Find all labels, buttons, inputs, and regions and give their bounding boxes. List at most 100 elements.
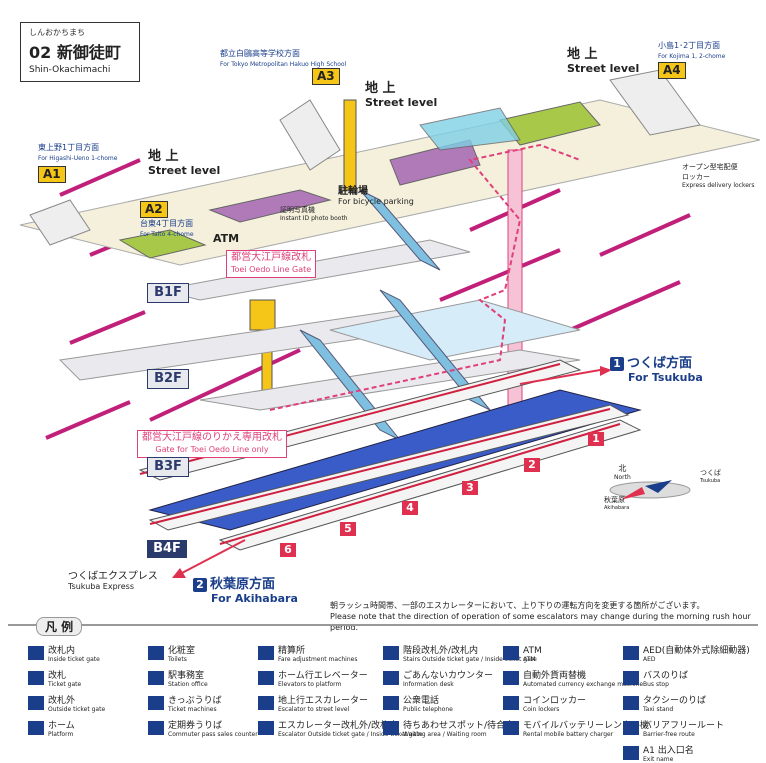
legend-icon [503, 671, 519, 685]
legend-label: 化粧室 [168, 646, 196, 656]
station-name: 02 新御徒町 [29, 43, 121, 62]
platform-number-4: 4 [402, 501, 418, 515]
legend-label: モバイルバッテリーレンタル機 [523, 721, 650, 731]
street-level-a4: 地 上 Street level [567, 47, 640, 76]
legend-icon [28, 671, 44, 685]
legend-icon [623, 721, 639, 735]
legend-label-en: Coin lockers [523, 706, 560, 713]
legend-label: 地上行エスカレーター [278, 696, 369, 706]
locker-label: オープン型宅配便ロッカー Express delivery lockers [682, 163, 755, 189]
legend-label: 精算所 [278, 646, 306, 656]
platform-number-5: 5 [340, 522, 356, 536]
legend-label: ホーム [48, 721, 75, 731]
legend-icon [258, 646, 274, 660]
legend-icon [503, 721, 519, 735]
legend-label-en: Station office [168, 681, 208, 688]
legend-item: AED(自動体外式除細動器)AED [623, 646, 750, 663]
legend-label: タクシーのりば [643, 696, 707, 706]
floor-b4f: B4F [147, 540, 187, 558]
street-level-a3: 地 上 Street level [365, 81, 438, 110]
exit-a2-badge: A2 [140, 201, 168, 218]
platform-number-3: 3 [462, 481, 478, 495]
station-name-en: Shin-Okachimachi [29, 65, 111, 75]
legend-label: 自動外貨両替機 [523, 671, 587, 681]
legend-label-en: Commuter pass sales counter [168, 731, 258, 738]
legend-label-en: ATM [523, 656, 536, 663]
legend-label-en: Outside ticket gate [48, 706, 106, 713]
escalator-note: 朝ラッシュ時間帯、一部のエスカレーターにおいて、上り下りの運転方向を変更する箇所… [330, 601, 751, 632]
legend-icon [383, 696, 399, 710]
legend-label: 改札外 [48, 696, 76, 706]
legend-label: 公衆電話 [403, 696, 440, 706]
legend-icon [258, 671, 274, 685]
legend-icon [28, 646, 44, 660]
exit-a4-label: 小島1･2丁目方面 For Kojima 1, 2-chome [658, 41, 726, 60]
legend-label-en: Barrier-free route [643, 731, 695, 738]
legend-label: コインロッカー [523, 696, 587, 706]
legend-icon [28, 721, 44, 735]
legend-label: 改札 [48, 671, 67, 681]
street-level-a1: 地 上 Street level [148, 149, 221, 178]
legend-title: 凡 例 [36, 617, 83, 636]
atm-label: ATM [213, 232, 240, 245]
legend-label-en: Elevators to platform [278, 681, 342, 688]
legend-icon [258, 696, 274, 710]
photo-booth-label: 証明写真機 Instant ID photo booth [280, 206, 348, 222]
legend-label: ホーム行エレベーター [278, 671, 368, 681]
legend-label: ATM [523, 646, 542, 656]
legend-label-en: Ticket machines [168, 706, 217, 713]
legend-label-en: Waiting area / Waiting room [403, 731, 487, 738]
legend-label: きっぷうりば [168, 696, 222, 706]
legend-label: バスのりば [643, 671, 689, 681]
legend-icon [503, 646, 519, 660]
legend-label-en: Escalator to street level [278, 706, 350, 713]
legend-icon [148, 696, 164, 710]
exit-a1-label: 東上野1丁目方面 For Higashi-Ueno 1-chome A1 [38, 143, 118, 183]
legend-icon [503, 696, 519, 710]
exit-a3-badge: A3 [312, 68, 340, 85]
b3f-slab [199, 349, 581, 411]
floor-b1f: B1F [147, 283, 189, 303]
legend-label-en: Taxi stand [643, 706, 674, 713]
legend-label-en: Bus stop [643, 681, 669, 688]
floor-b2f: B2F [147, 369, 189, 389]
platform-number-1: 1 [588, 432, 604, 446]
legend-label-en: Exit name [643, 756, 674, 763]
legend-icon [623, 671, 639, 685]
legend-label-en: Platform [48, 731, 74, 738]
exit-a2-label: A2 台東4丁目方面 For Taito 4-chome [140, 201, 194, 238]
legend-icon [28, 696, 44, 710]
street-level-slab [19, 99, 761, 266]
legend-icon [623, 746, 639, 760]
legend-label-en: Fare adjustment machines [278, 656, 358, 663]
compass [609, 480, 691, 500]
exit-a3-label: 都立白鷗高等学校方面 For Tokyo Metropolitan Hakuo … [220, 49, 347, 68]
tsukuba-express-label: つくばエクスプレス Tsukuba Express [68, 571, 158, 591]
exit-a1-badge: A1 [38, 166, 66, 183]
legend-icon [148, 721, 164, 735]
legend-label: 待ちあわせスポット/待合室 [403, 721, 515, 731]
